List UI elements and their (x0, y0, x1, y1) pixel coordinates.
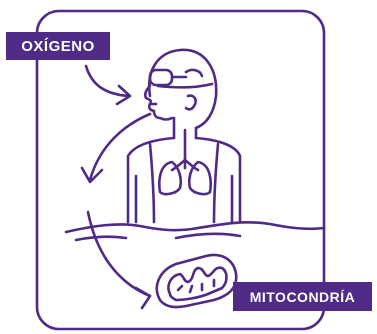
swim-cap-icon (149, 50, 216, 128)
arrow-icon (82, 66, 150, 308)
goggles-icon (150, 70, 202, 85)
oxygen-label: OXÍGENO (6, 32, 110, 60)
mitochondria-label: MITOCONDRÍA (233, 282, 372, 311)
water-wave-icon (66, 222, 324, 240)
mitochondrion-icon (157, 255, 236, 307)
